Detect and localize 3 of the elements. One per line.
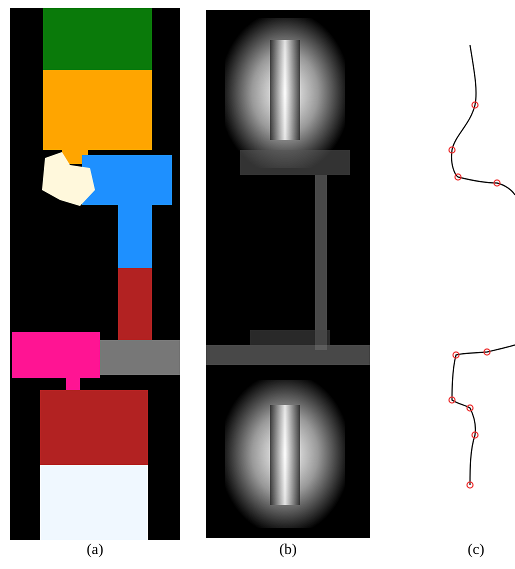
panel-label: (c)	[468, 542, 484, 559]
panel-label: (b)	[279, 542, 297, 559]
panel-label: (a)	[86, 542, 104, 559]
